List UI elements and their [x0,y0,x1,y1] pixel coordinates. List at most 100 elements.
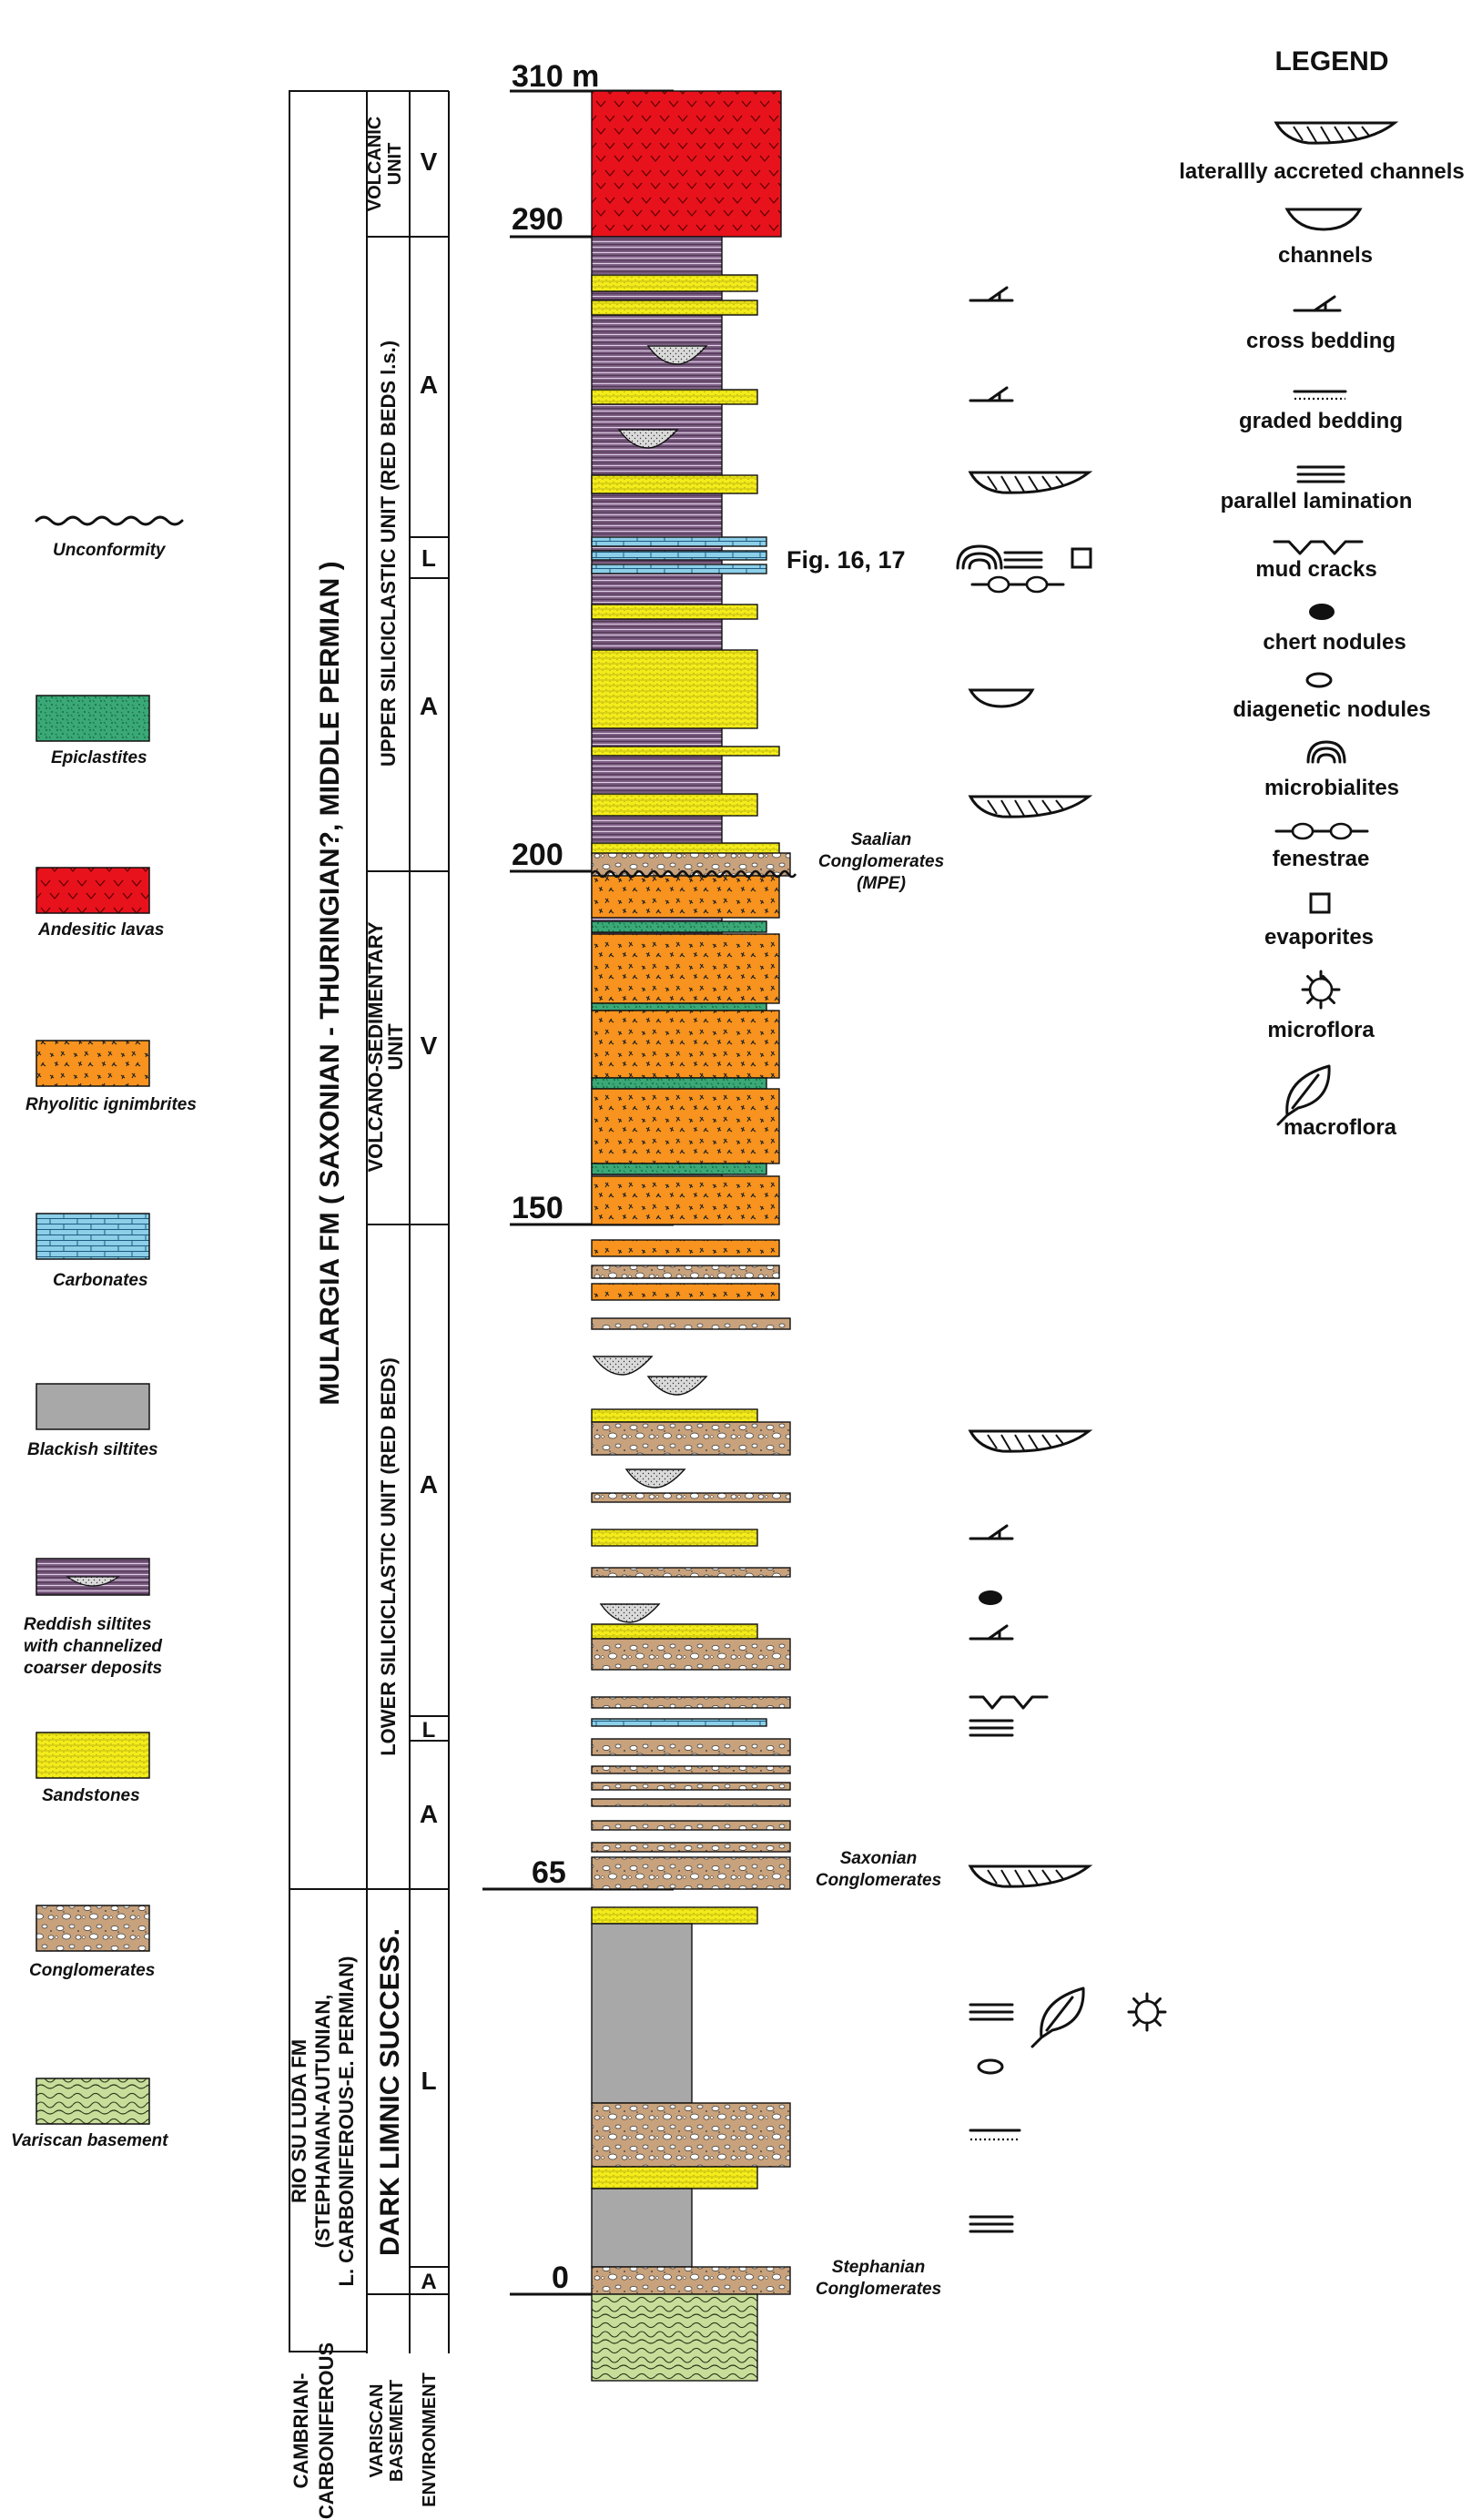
conglomerate-bed [591,1782,791,1791]
structure-symbols [956,286,1167,2233]
scale-tick-label: 150 [512,1191,563,1225]
sandstone-bed [591,1623,758,1640]
env-code: A [420,1470,438,1499]
legend-label-sandstones: Sandstones [42,1786,140,1805]
unconformity-icon [35,515,184,526]
rio-su-luda-label-1: RIO SU LUDA FM [288,2039,310,2203]
conglomerate-bed [591,1638,791,1671]
legend-label-carbonates: Carbonates [53,1271,148,1290]
rhyolitic-swatch [36,1040,150,1087]
mulargia-formation-label: MULARGIA FM ( SAXONIAN - THURINGIAN?, MI… [315,561,345,1405]
parallel-lamination-icon [969,2215,1014,2233]
sandstone-bed [591,389,758,405]
volcanic-unit-label-1: VOLCANIC [365,117,385,211]
env-code: A [420,1800,438,1828]
lithology-legend: Unconformity Epiclastites Andesitic lava… [11,515,197,2150]
lithologic-column [590,90,797,2382]
saalian-label-3: (MPE) [857,874,906,893]
scale-tick-label: 200 [512,838,563,872]
lateral-channel-icon [968,1865,1093,1888]
graded-bedding-icon [1293,390,1347,401]
conglomerate-bed [591,1738,791,1756]
sandstone-bed [591,1529,758,1547]
conglomerate-bed [591,1696,791,1709]
mud-cracks-icon [969,1695,1049,1710]
environment-header: ENVIRONMENT [420,2373,440,2507]
variscan-swatch [36,2078,150,2125]
parallel-lamination-icon [1003,551,1043,569]
volcanic-unit-label-2: UNIT [385,143,405,186]
sandstone-bed [591,1408,758,1423]
epiclastite-bed [591,1077,767,1090]
sandstone-bed [591,746,780,757]
env-code: A [420,692,438,720]
chert-nodule-icon [1309,604,1335,620]
conglomerate-bed [591,1421,791,1456]
channel-lens [646,345,708,365]
legend-label: graded bedding [1239,409,1403,433]
legend-label-andesitic: Andesitic lavas [37,920,164,940]
stephanian-label-2: Conglomerates [816,2280,941,2299]
stephanian-label-1: Stephanian [832,2258,925,2277]
env-code: L [421,2067,436,2095]
sandstones-swatch [36,1732,150,1779]
conglomerate-bed [591,1798,791,1807]
conglomerate-bed [591,1492,791,1503]
rio-su-luda-label-3: L. CARBONIFEROUS-E. PERMIAN) [335,1956,358,2287]
scale-tick-label: 65 [532,1855,566,1890]
sandstone-bed [591,604,758,620]
volcano-sedimentary-label-1: VOLCANO-SEDIMENTARY [364,921,387,1172]
cross-bedding-icon [969,386,1014,402]
rhyolitic-ignimbrite-bed [591,1175,780,1225]
variscan-basement-label-1: VARISCAN [367,2384,387,2478]
channel-lens [646,1376,708,1396]
sandstone-bed [591,300,758,316]
evaporites-icon [1309,892,1331,914]
legend-label: laterallly accreted channels [1179,159,1465,184]
sandstone-bed [591,274,758,292]
scale-tick-label: 0 [552,2261,569,2295]
cambrian-label-1: CAMBRIAN- [289,2373,312,2488]
scale-unit-label: 310 m [512,59,599,94]
andesitic-lava-bed [591,90,782,238]
fenestrae-icon [1274,822,1369,840]
legend-title: LEGEND [1274,46,1388,76]
symbol-legend: LEGEND laterallly accreted channels chan… [1179,46,1465,1140]
rhyolitic-ignimbrite-bed [591,1239,780,1257]
sandstone-bed [591,2166,758,2190]
rio-su-luda-label-2: (STEPHANIAN-AUTUNIAN, [311,1995,334,2249]
env-code: L [422,1718,436,1743]
channel-lens [624,1468,686,1489]
microflora-icon [1301,970,1341,1010]
scale-tick-label: 290 [512,202,563,237]
epiclastites-swatch [36,695,150,742]
legend-label-variscan: Variscan basement [11,2131,168,2150]
lateral-channel-icon [968,471,1093,494]
blackish-swatch [36,1383,150,1430]
lateral-channel-icon [1274,121,1399,145]
legend-label-conglomerates: Conglomerates [29,1961,155,1980]
carbonate-bed [591,564,767,574]
rhyolitic-ignimbrite-bed [591,1010,780,1079]
conglomerate-bed [591,1856,791,1890]
microbialites-icon [1306,740,1346,764]
microflora-icon [1127,1992,1167,2032]
legend-label: evaporites [1264,925,1374,950]
graded-bedding-icon [969,2129,1021,2141]
channel-lens [592,1356,654,1376]
unconformity-line [590,869,797,879]
legend-label: parallel lamination [1221,489,1413,513]
carbonates-swatch [36,1213,150,1260]
lateral-channel-icon [968,795,1093,818]
mud-cracks-icon [1273,540,1364,555]
channel-lens [617,429,679,449]
epiclastite-bed [591,1163,767,1175]
rhyolitic-ignimbrite-bed [591,1283,780,1301]
parallel-lamination-icon [1296,465,1345,483]
cambrian-label-2: CARBONIFEROUS [315,2342,338,2519]
legend-label-reddish-3: coarser deposits [24,1659,162,1678]
upper-siliciclastic-label: UPPER SILICICLASTIC UNIT (RED BEDS l.s.) [377,340,400,767]
saalian-label-1: Saalian [851,830,912,849]
conglomerate-bed [591,1567,791,1578]
